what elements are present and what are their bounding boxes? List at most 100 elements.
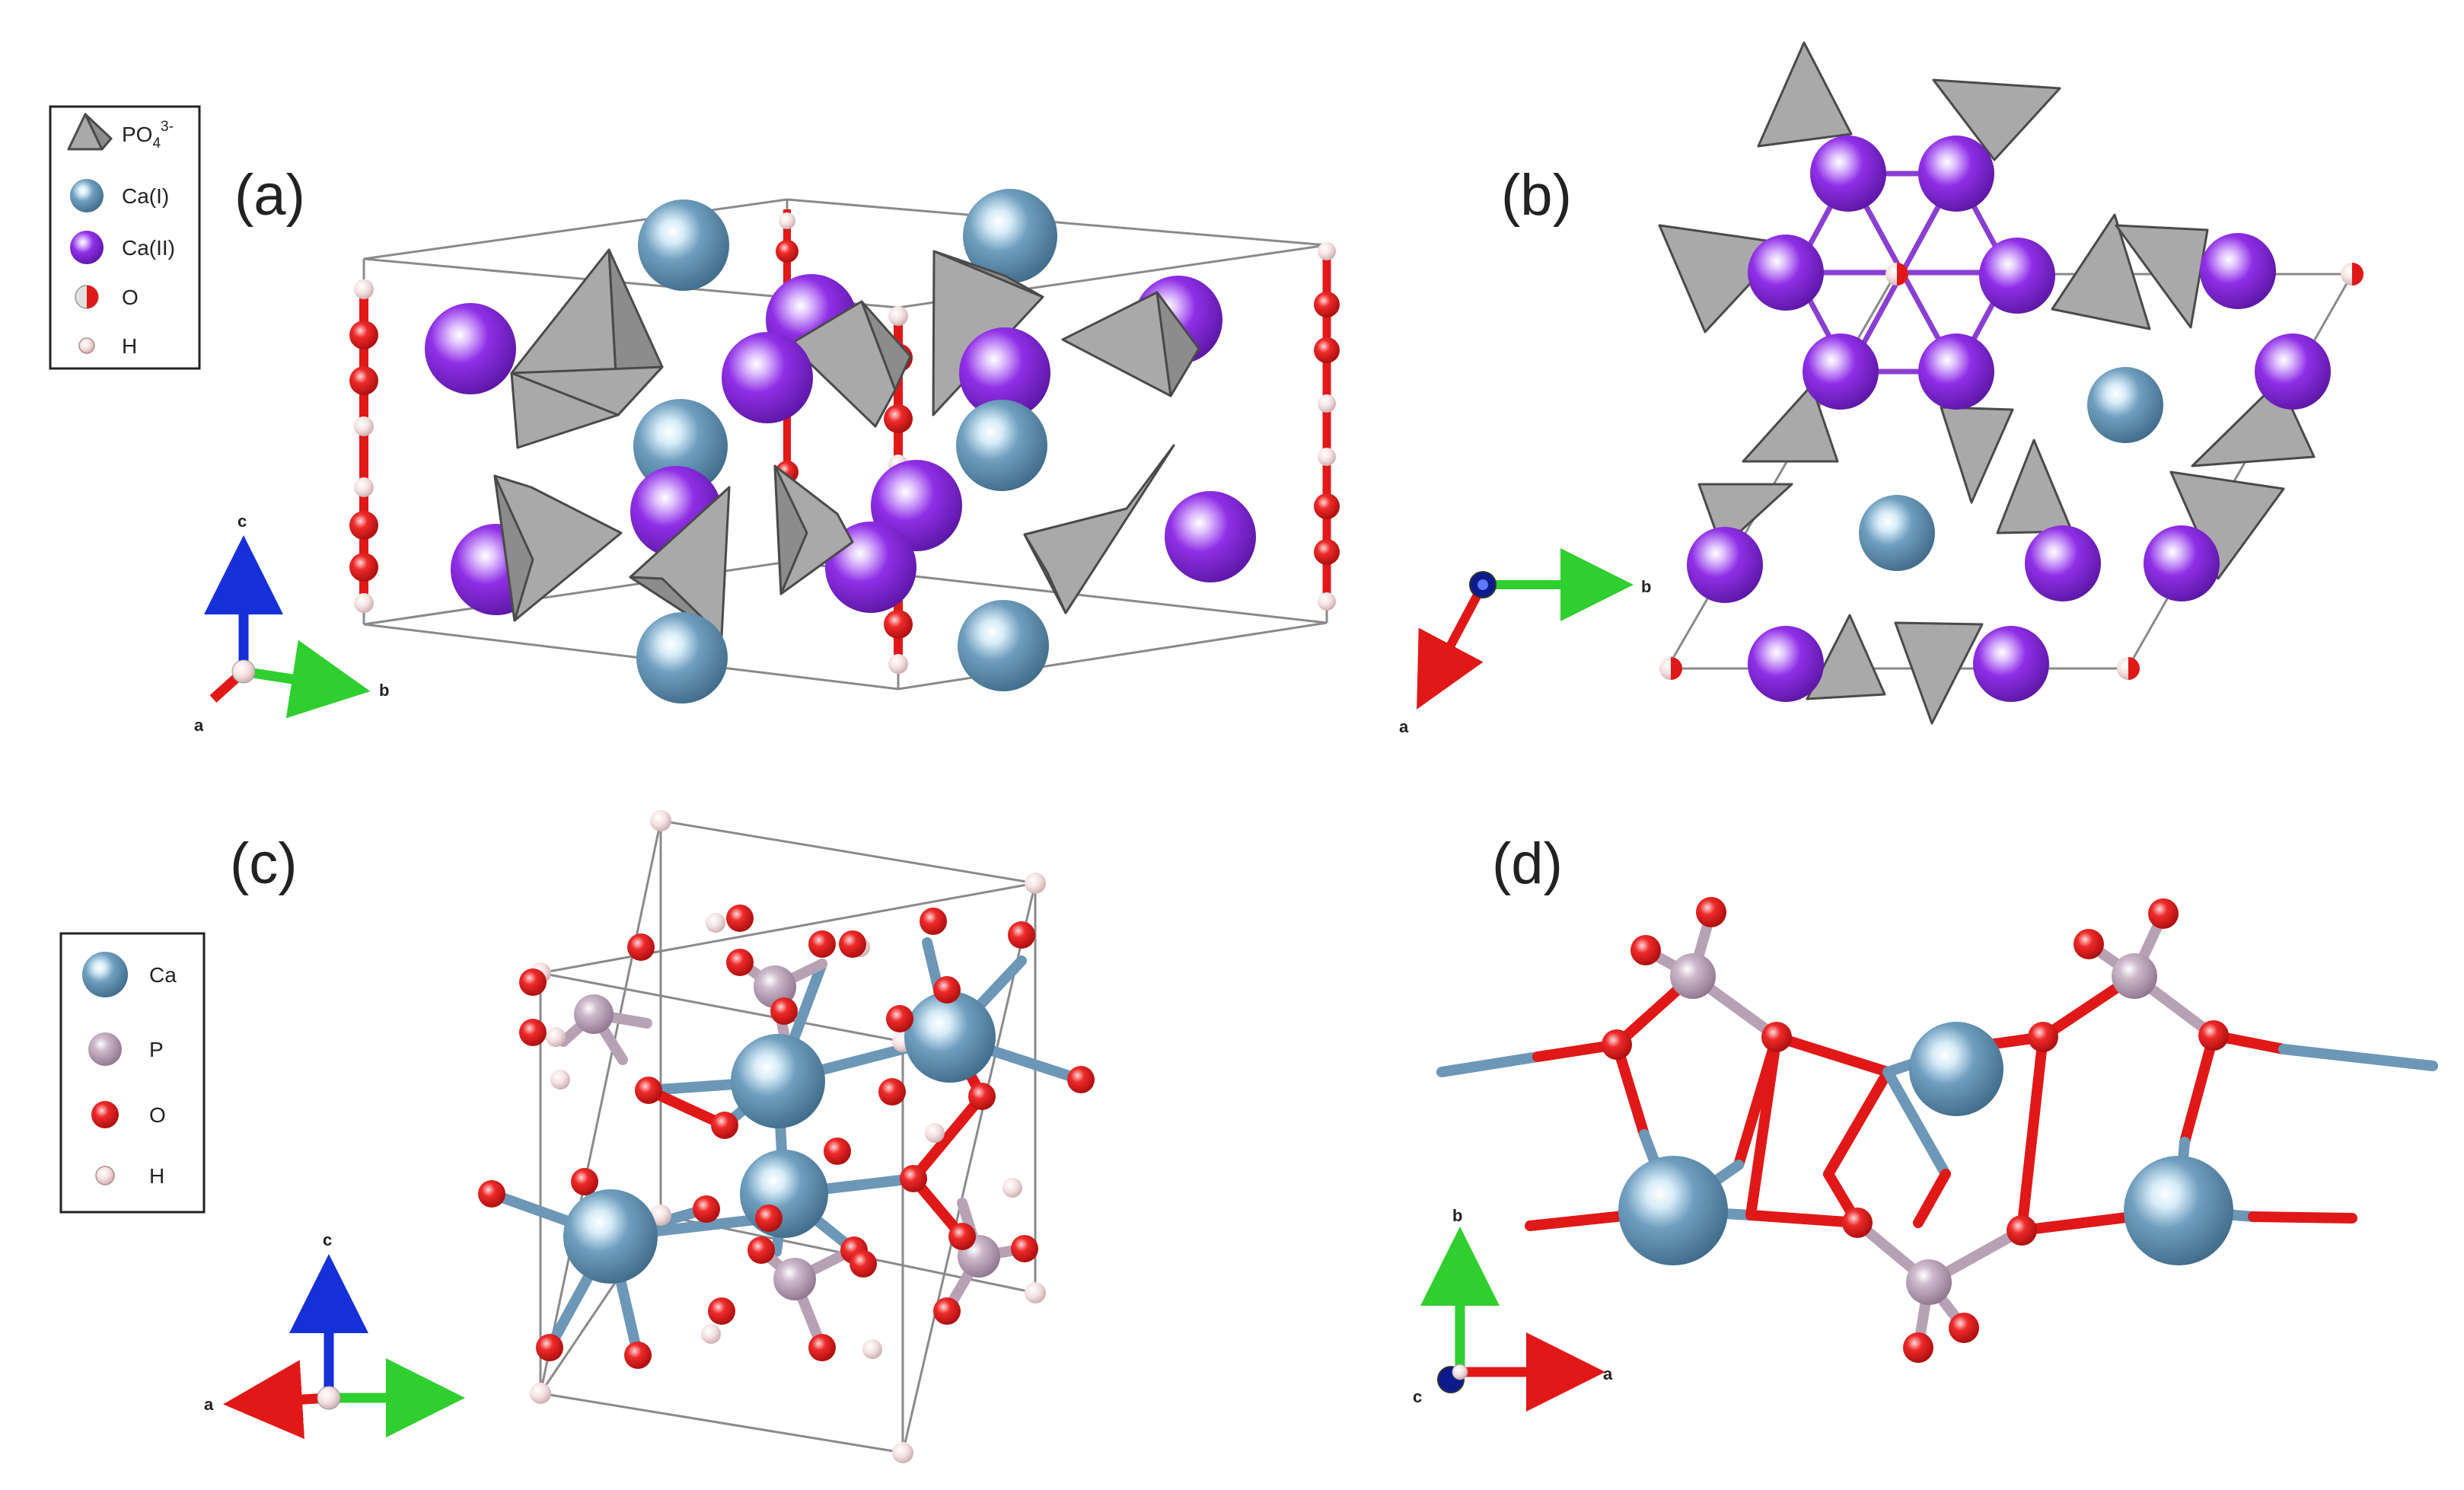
o-atom (1842, 1208, 1873, 1238)
unit-cell-a (362, 198, 1328, 691)
axis-triad-b: b a (1399, 548, 1651, 736)
ca2-atom (2025, 525, 2101, 601)
ca2-atom (959, 327, 1050, 419)
ca1-atom (2087, 367, 2163, 443)
legend-h-label: H (149, 1164, 164, 1188)
h-atom (550, 1070, 570, 1090)
ca1-atom (958, 600, 1049, 691)
po4-tetrahedron (2115, 224, 2209, 329)
ca2-atom (1803, 333, 1879, 410)
po4-tetrahedron (1940, 406, 2014, 504)
ca2-atom (2255, 333, 2331, 410)
p-atom (754, 965, 796, 1008)
po4-tetrahedron (1996, 439, 2074, 534)
ca2-atom (722, 332, 813, 423)
axis-label-up: c (237, 512, 247, 531)
po4-tetrahedron (493, 474, 623, 622)
o-atom (808, 930, 836, 958)
o-atom (920, 908, 947, 935)
p-atom (1670, 953, 1716, 999)
o-atom (1903, 1332, 1933, 1363)
o-atom (1761, 1022, 1792, 1052)
o-atom (808, 1334, 836, 1361)
structure-d (1602, 897, 2233, 1363)
po4-tetrahedron (1061, 291, 1200, 397)
h-atom (1002, 1178, 1022, 1198)
ca1-atom (956, 400, 1047, 491)
ca2-atom (1918, 333, 1994, 410)
legend-o-label: O (149, 1103, 166, 1127)
h-atom (650, 810, 671, 831)
o-atom (849, 1250, 877, 1278)
structure-b (1658, 41, 2364, 725)
o-atom (2007, 1215, 2037, 1246)
legend-o-sphere (75, 285, 99, 309)
o-atom (755, 1204, 783, 1232)
legend-po4-icon (67, 113, 113, 151)
axis-label-right: b (1641, 577, 1651, 596)
ca-atom (731, 1034, 825, 1128)
o-atom (627, 933, 655, 961)
o-atom (1602, 1029, 1632, 1060)
panel-d-label: (d) (1492, 831, 1563, 896)
po4-tetrahedron (510, 248, 664, 449)
h-atom (892, 1442, 913, 1463)
axis-label-right: b (379, 681, 389, 700)
po4-tetrahedron (773, 464, 854, 595)
p-atom (1906, 1259, 1952, 1305)
h-atom (546, 1027, 566, 1047)
ca2-atom (1165, 491, 1256, 582)
legend-bottom: Ca P O H (59, 932, 206, 1214)
o-atom (2198, 1020, 2229, 1051)
ca2-atom (1748, 235, 1824, 311)
legend-ca-label: Ca (149, 963, 177, 987)
axis-triad-d: b a c (1413, 1206, 1613, 1412)
p-atom (2112, 953, 2157, 999)
ca-atom (904, 991, 996, 1083)
legend-h-sphere (78, 337, 95, 354)
o-atom (711, 1112, 738, 1139)
h-atom (1025, 1282, 1046, 1303)
ca2-atom (1810, 136, 1886, 212)
axis-label-up: b (1452, 1206, 1462, 1225)
o-atom (708, 1297, 735, 1325)
ca1-atom (963, 189, 1057, 283)
legend-o-label: O (122, 286, 139, 309)
o-atom (536, 1334, 563, 1361)
o-atom (1696, 897, 1726, 927)
po4-tetrahedron (1742, 384, 1839, 463)
ca-atom (563, 1189, 658, 1284)
structure-c (478, 810, 1095, 1463)
o-atom (824, 1137, 851, 1165)
axis-a-arrow (223, 1360, 330, 1440)
ca-atom (740, 1150, 828, 1238)
axis-b-arrow (242, 640, 371, 719)
legend-h-label: H (122, 334, 137, 358)
h-atom (650, 1204, 671, 1226)
o-atom (770, 997, 798, 1025)
ca2-atom (1979, 238, 2055, 314)
o-atom (2028, 1022, 2058, 1052)
o-atom (839, 930, 866, 958)
o-atom (519, 1019, 547, 1046)
axis-label-up: c (323, 1230, 332, 1249)
o-atom (571, 1168, 598, 1195)
legend-p-sphere (88, 1032, 122, 1066)
oh-column-a-right (1314, 242, 1340, 611)
o-atom (635, 1077, 662, 1104)
ca2-atom (1973, 626, 2049, 702)
p-atom (773, 1258, 816, 1300)
po4-tetrahedron (2051, 213, 2151, 330)
legend-ca1-sphere (70, 179, 104, 212)
p-atom (574, 994, 614, 1034)
po4-tetrahedron (2169, 471, 2285, 580)
o-atom (968, 1083, 996, 1110)
o-atom (948, 1223, 976, 1250)
ca2-atom (1918, 136, 1994, 212)
legend-top: PO43- Ca(I) Ca(II) O H (49, 105, 201, 370)
legend-o-sphere (91, 1101, 119, 1128)
o-atom (726, 905, 754, 932)
o-atom (900, 1165, 927, 1192)
ca1-atom (633, 399, 728, 493)
h-atom (1025, 873, 1046, 894)
